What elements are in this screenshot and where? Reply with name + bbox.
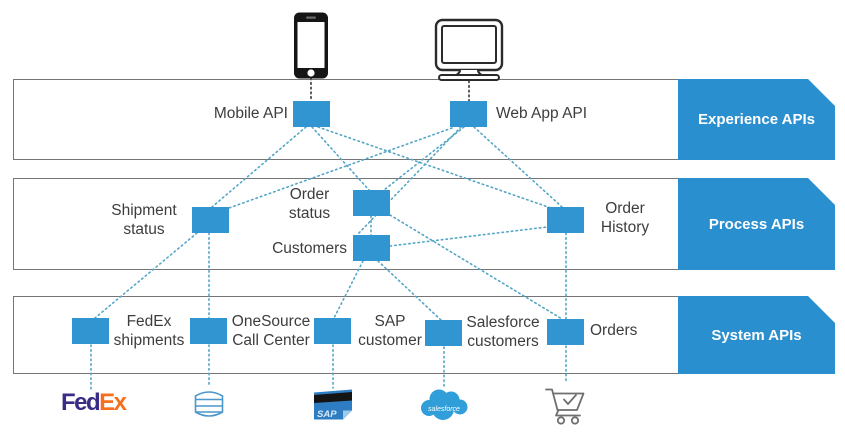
- fedex-logo-fed: Fed: [61, 389, 101, 416]
- edge-customers-salesforce-customers: [377, 260, 442, 321]
- shopping-cart-icon: [545, 388, 585, 425]
- salesforce-logo-text: salesforce: [428, 406, 460, 413]
- sap-customer-box: [314, 318, 351, 344]
- database-icon: [194, 391, 224, 417]
- system-apis-label: System APIs: [711, 326, 802, 344]
- experience-layer-band: [13, 79, 679, 160]
- onesource-call-center-label: OneSource Call Center: [231, 313, 311, 349]
- edge-web-app-api-customers: [356, 126, 462, 236]
- mobile-api-label: Mobile API: [213, 105, 288, 122]
- edge-web-app-api-shipment-status: [228, 127, 453, 209]
- salesforce-customers-box: [425, 320, 462, 346]
- order-status-label: Order status: [288, 186, 331, 222]
- mobile-api-box: [293, 101, 330, 127]
- edge-customers-order-history: [389, 226, 548, 247]
- sap-customer-label: SAP customer: [358, 313, 422, 349]
- experience-apis-banner: Experience APIs: [678, 79, 835, 160]
- web-app-api-box: [450, 101, 487, 127]
- order-history-label: Order History: [600, 200, 650, 236]
- customers-box: [353, 235, 390, 261]
- sap-logo-text: SAP: [317, 409, 337, 420]
- customers-label: Customers: [272, 240, 347, 257]
- edge-web-app-api-order-status: [383, 126, 465, 191]
- edge-mobile-api-order-status: [311, 126, 370, 191]
- edge-mobile-api-order-history: [317, 126, 552, 209]
- smartphone-icon: [294, 12, 328, 79]
- fedex-shipments-label: FedEx shipments: [113, 313, 185, 349]
- desktop-monitor-icon: [434, 18, 504, 81]
- system-apis-banner: System APIs: [678, 296, 835, 374]
- process-apis-label: Process APIs: [708, 215, 805, 233]
- orders-label: Orders: [590, 322, 638, 339]
- salesforce-logo: salesforce: [421, 389, 468, 420]
- edge-web-app-api-order-history: [473, 126, 563, 208]
- edge-shipment-status-fedex-shipments: [94, 232, 198, 319]
- edge-customers-sap-customer: [333, 260, 364, 319]
- order-status-box: [353, 190, 390, 216]
- edge-mobile-api-shipment-status: [211, 126, 307, 208]
- sap-logo: SAP: [314, 389, 352, 420]
- shipment-status-box: [192, 207, 229, 233]
- shipment-status-label: Shipment status: [111, 202, 177, 238]
- process-apis-banner: Process APIs: [678, 178, 835, 270]
- fedex-logo-ex: Ex: [99, 389, 127, 416]
- onesource-call-center-box: [190, 318, 227, 344]
- order-history-box: [547, 207, 584, 233]
- experience-apis-label: Experience APIs: [697, 111, 815, 128]
- fedex-shipments-box: [72, 318, 109, 344]
- fedex-logo: FedEx: [61, 389, 127, 417]
- salesforce-customers-label: Salesforce customers: [466, 314, 540, 350]
- edge-order-status-orders: [389, 214, 563, 320]
- web-app-api-label: Web App API: [496, 105, 588, 122]
- orders-box: [547, 319, 584, 345]
